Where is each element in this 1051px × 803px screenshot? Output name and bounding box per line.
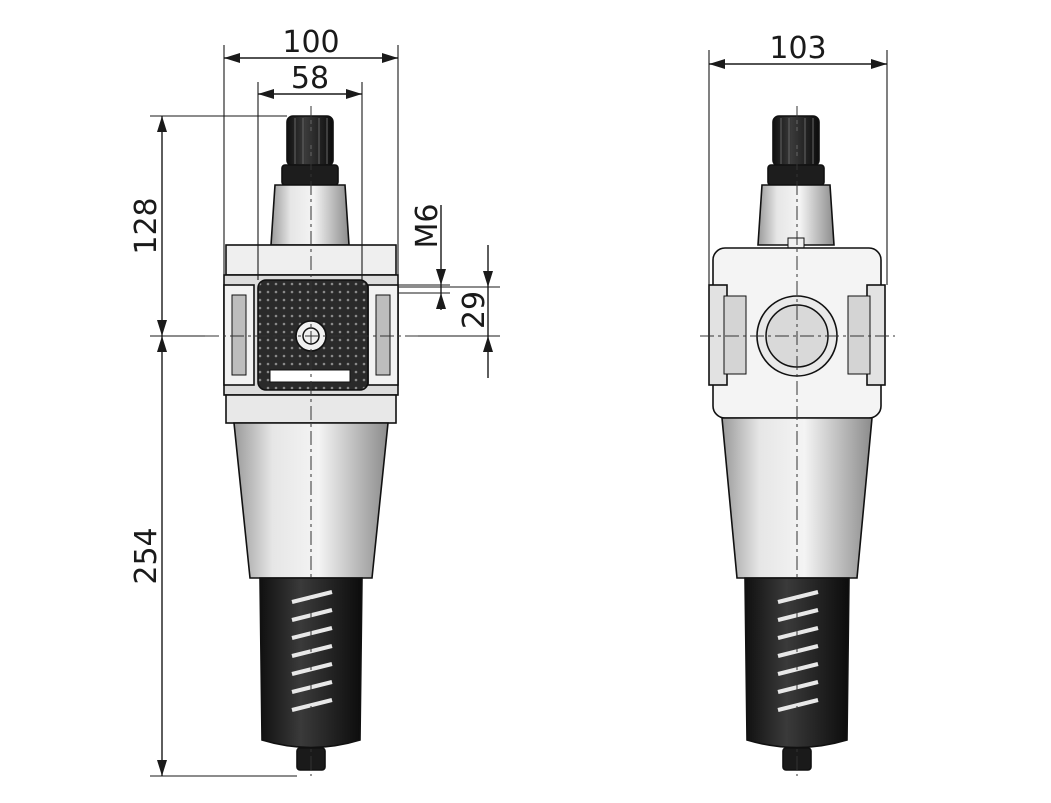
front-view <box>205 106 418 776</box>
dim-port-spacing: 58 <box>291 61 329 96</box>
dim-height-top: 128 <box>129 197 164 254</box>
dim-height-bottom: 254 <box>129 527 164 584</box>
side-knob <box>772 115 820 167</box>
side-view <box>700 106 895 776</box>
bonnet <box>270 184 350 246</box>
dim-mounting-offset: 29 <box>457 291 492 329</box>
adjustment-knob <box>286 115 334 167</box>
dim-overall-width-side: 103 <box>769 31 826 66</box>
dim-overall-width-front: 100 <box>282 25 339 60</box>
dim-mounting-thread: M6 <box>410 204 445 249</box>
dimension-lines <box>150 45 888 777</box>
